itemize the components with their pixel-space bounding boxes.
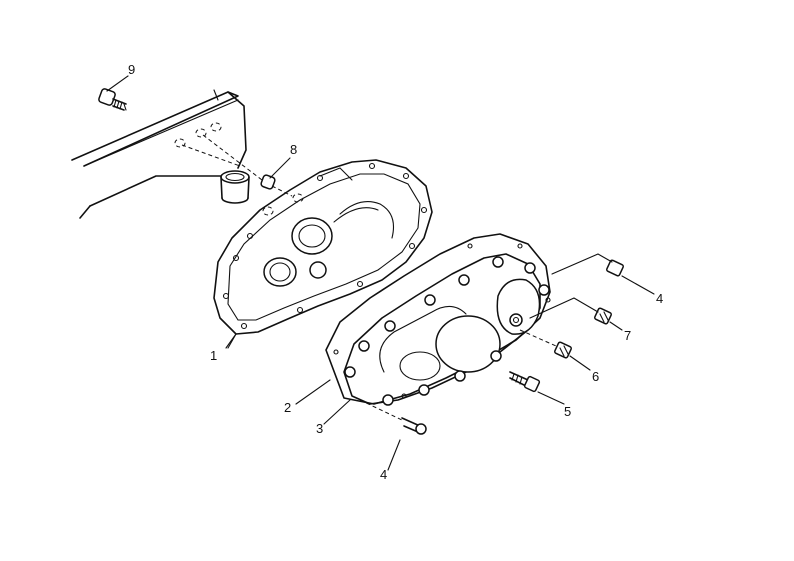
- callout-4-lower: 4: [380, 467, 387, 482]
- callout-2: 2: [284, 400, 291, 415]
- chaincase-housing-part-1: [213, 159, 433, 349]
- callout-3: 3: [316, 421, 323, 436]
- leader-lines: [225, 275, 655, 471]
- callout-7: 7: [624, 328, 631, 343]
- callout-1: 1: [210, 348, 217, 363]
- bolt-part-5: [509, 371, 541, 393]
- callout-8: 8: [290, 142, 297, 157]
- dowel-part-8: [260, 157, 293, 197]
- bolt-part-9: [98, 75, 129, 111]
- callout-9: 9: [128, 62, 135, 77]
- fitting-part-6: [519, 329, 572, 359]
- callout-4-upper: 4: [656, 291, 663, 306]
- callout-5: 5: [564, 404, 571, 419]
- plug-part-4-upper: [551, 253, 624, 277]
- plug-part-4-lower: [359, 399, 427, 435]
- plug-part-7: [529, 297, 612, 325]
- callout-6: 6: [592, 369, 599, 384]
- chaincase-cover-part-3: [325, 233, 551, 406]
- spacer-bushing: [220, 170, 250, 204]
- frame-bracket: [71, 89, 304, 219]
